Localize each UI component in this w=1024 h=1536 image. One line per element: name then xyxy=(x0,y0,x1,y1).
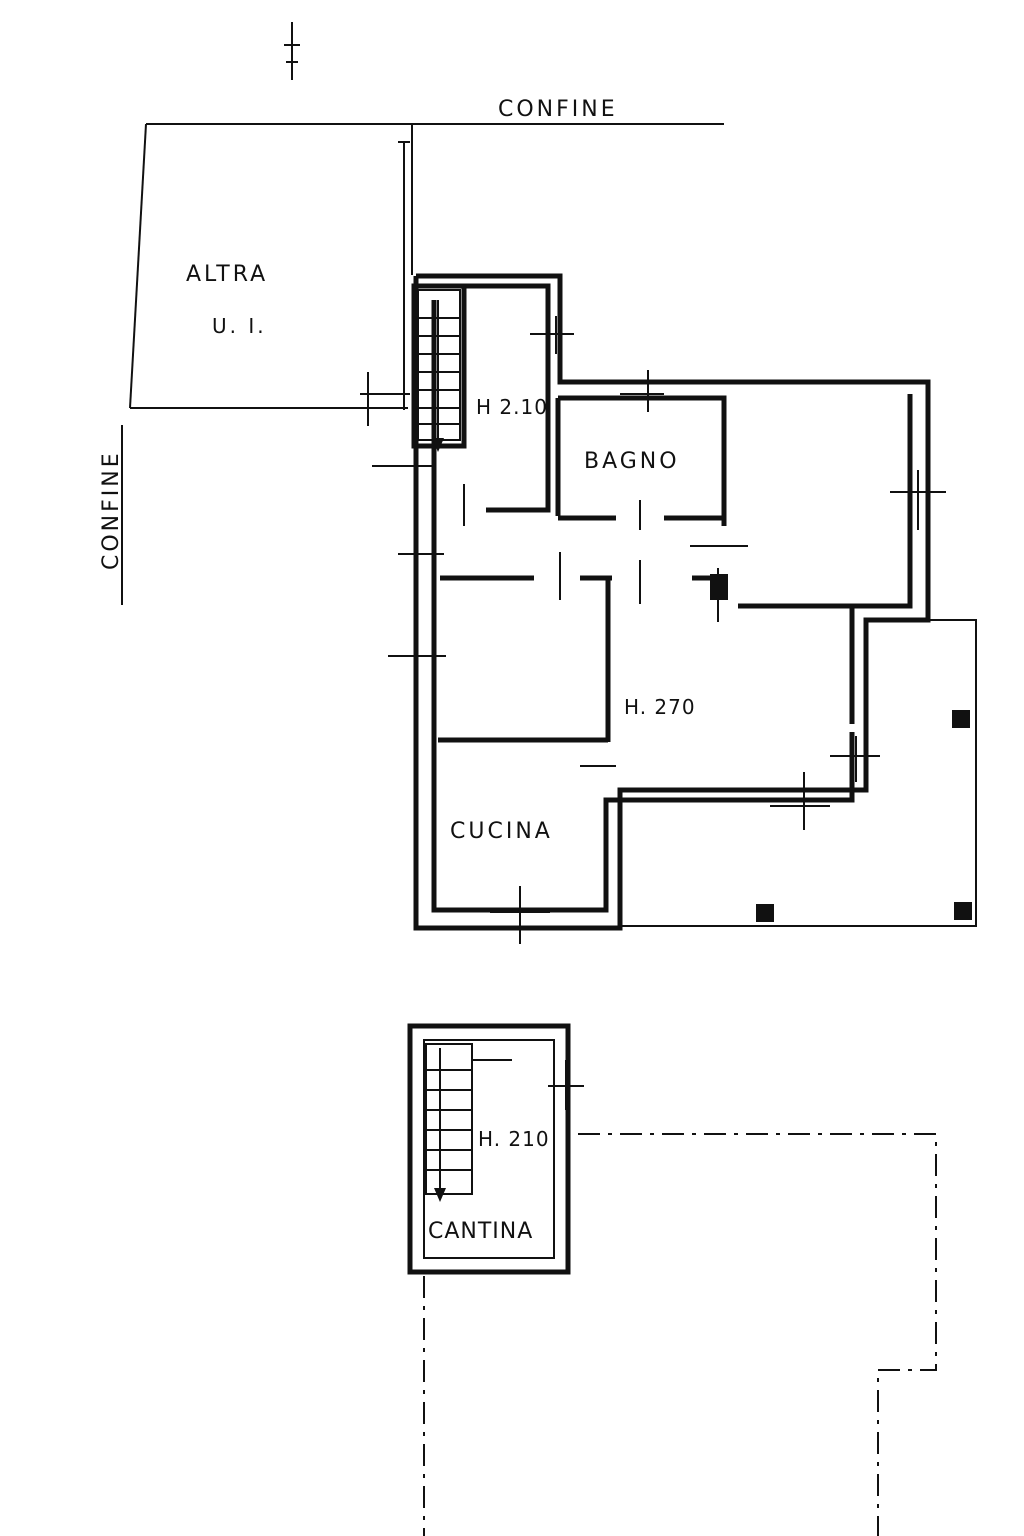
apartment-walls xyxy=(360,273,977,944)
north-mark xyxy=(284,22,300,80)
dashed-outline xyxy=(423,1133,937,1536)
confine-top-label: CONFINE xyxy=(498,97,618,122)
cucina-label: CUCINA xyxy=(450,819,553,844)
bagno-label: BAGNO xyxy=(584,449,680,474)
cantina-label: CANTINA xyxy=(428,1219,533,1244)
terrace-columns xyxy=(710,574,972,922)
altra-ui-label-line2: U. I. xyxy=(212,314,267,338)
staircase-upper xyxy=(417,289,461,452)
staircase-cantina xyxy=(425,1043,512,1202)
cantina-walls xyxy=(407,1023,584,1275)
altra-ui-label-line1: ALTRA xyxy=(186,262,268,287)
property-boundary xyxy=(121,123,724,605)
confine-left-label: CONFINE xyxy=(99,450,124,570)
cantina-height-label: H. 210 xyxy=(478,1127,550,1151)
main-height-label: H. 270 xyxy=(624,695,696,719)
stair-height-label: H 2.10 xyxy=(476,395,548,419)
